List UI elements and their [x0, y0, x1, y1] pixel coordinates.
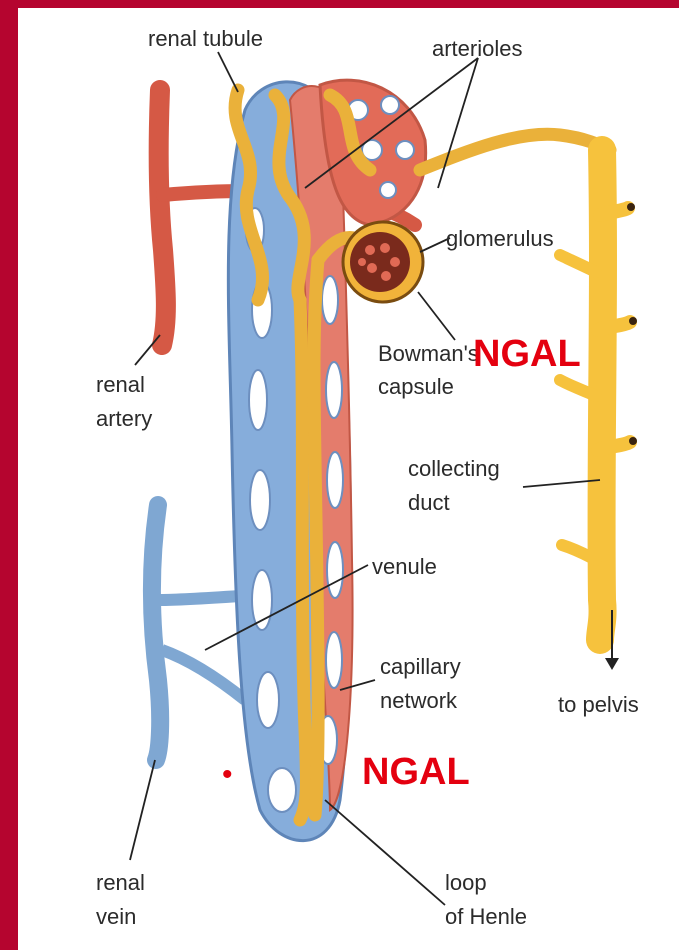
label-glomerulus: glomerulus	[446, 222, 554, 256]
renal-vein-vessel	[152, 505, 245, 760]
collecting-duct	[560, 150, 630, 640]
label-bowman: Bowman's	[378, 337, 479, 371]
bullet-dot: •	[222, 760, 233, 790]
label-loop-of-henle: loop of Henle	[445, 866, 527, 934]
ngal-marker-upper: NGAL	[473, 334, 581, 374]
glomerulus-capsule	[343, 222, 423, 302]
label-to-pelvis: to pelvis	[558, 688, 639, 722]
label-renal-vein: renal vein	[96, 866, 145, 934]
label-arterioles: arterioles	[432, 32, 522, 66]
label-venule: venule	[372, 550, 437, 584]
label-renal-tubule: renal tubule	[148, 22, 263, 56]
ngal-marker-lower: NGAL	[362, 752, 470, 792]
capillary-network	[228, 80, 425, 841]
label-capillary-network: capillary network	[380, 650, 461, 718]
label-capsule: capsule	[378, 370, 454, 404]
label-renal-artery: renal artery	[96, 368, 152, 436]
label-collecting-duct: collecting duct	[408, 452, 500, 520]
